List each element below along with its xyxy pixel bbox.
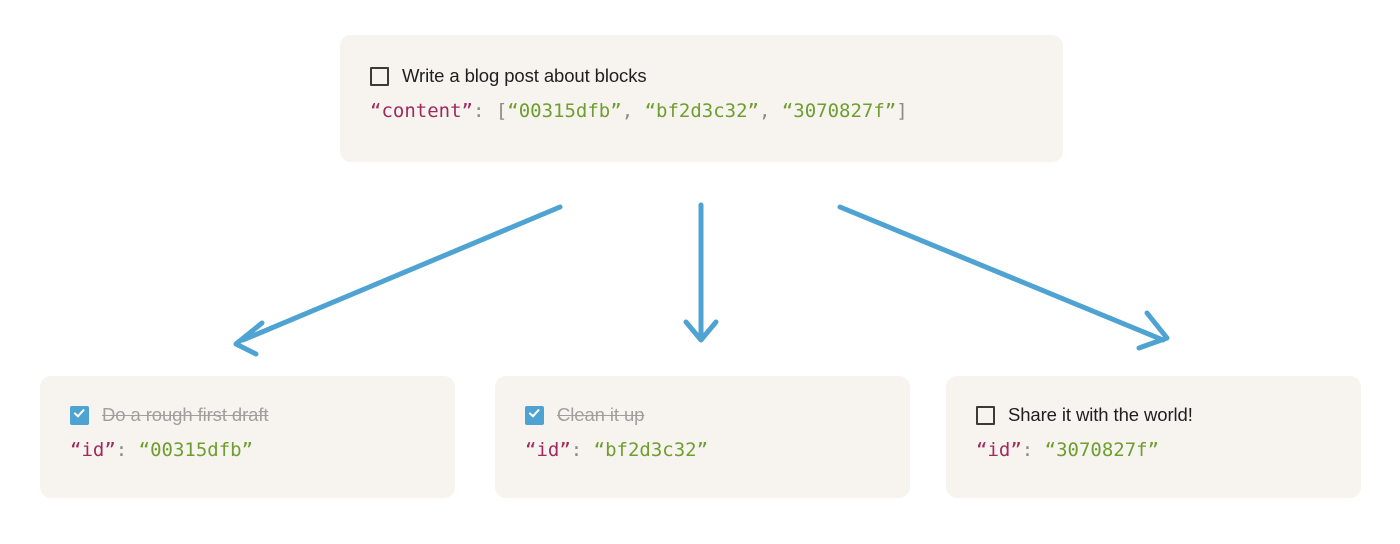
json-value-id: “bf2d3c32”	[593, 439, 709, 461]
parent-task-row[interactable]: Write a blog post about blocks	[370, 63, 1033, 89]
json-close-bracket: ]	[896, 100, 908, 122]
child-json-line: “id”: “3070827f”	[976, 439, 1331, 461]
json-key-id: “id”	[976, 439, 1022, 461]
json-value-2: “3070827f”	[781, 100, 897, 122]
json-value-id: “3070827f”	[1044, 439, 1160, 461]
child-task-card[interactable]: Do a rough first draft “id”: “00315dfb”	[40, 376, 455, 498]
parent-json-line: “content”: [“00315dfb”, “bf2d3c32”, “307…	[370, 100, 1033, 122]
json-key-content: “content”	[370, 100, 473, 122]
child-task-row[interactable]: Share it with the world!	[976, 402, 1331, 428]
child-task-card[interactable]: Share it with the world! “id”: “3070827f…	[946, 376, 1361, 498]
check-mark-icon	[528, 405, 540, 417]
json-colon: :	[472, 100, 496, 122]
child-task-label: Share it with the world!	[1008, 404, 1193, 425]
json-value-0: “00315dfb”	[507, 100, 622, 122]
json-key-id: “id”	[70, 439, 116, 461]
checkbox-empty-icon[interactable]	[976, 405, 995, 425]
child-task-label: Clean it up	[557, 404, 645, 425]
arrow-to-first-child	[233, 204, 563, 357]
check-mark-icon	[73, 405, 85, 417]
child-task-label: Do a rough first draft	[102, 404, 269, 425]
child-task-row[interactable]: Do a rough first draft	[70, 402, 425, 428]
json-colon: :	[570, 439, 594, 461]
json-key-id: “id”	[525, 439, 571, 461]
checkbox-checked-icon[interactable]	[70, 405, 89, 425]
arrow-to-second-child	[683, 202, 719, 343]
json-value-1: “bf2d3c32”	[644, 100, 759, 122]
arrow-to-third-child	[837, 204, 1170, 351]
child-json-line: “id”: “bf2d3c32”	[525, 439, 880, 461]
json-separator-1: ,	[758, 100, 782, 122]
json-value-id: “00315dfb”	[138, 439, 254, 461]
json-colon: :	[115, 439, 139, 461]
json-open-bracket: [	[495, 100, 508, 122]
checkbox-checked-icon[interactable]	[525, 405, 544, 425]
json-colon: :	[1021, 439, 1045, 461]
child-task-card[interactable]: Clean it up “id”: “bf2d3c32”	[495, 376, 910, 498]
parent-task-card[interactable]: Write a blog post about blocks “content”…	[340, 35, 1063, 162]
checkbox-empty-icon[interactable]	[370, 66, 389, 86]
json-separator-0: ,	[621, 100, 645, 122]
child-json-line: “id”: “00315dfb”	[70, 439, 425, 461]
child-task-row[interactable]: Clean it up	[525, 402, 880, 428]
parent-task-label: Write a blog post about blocks	[402, 65, 647, 86]
